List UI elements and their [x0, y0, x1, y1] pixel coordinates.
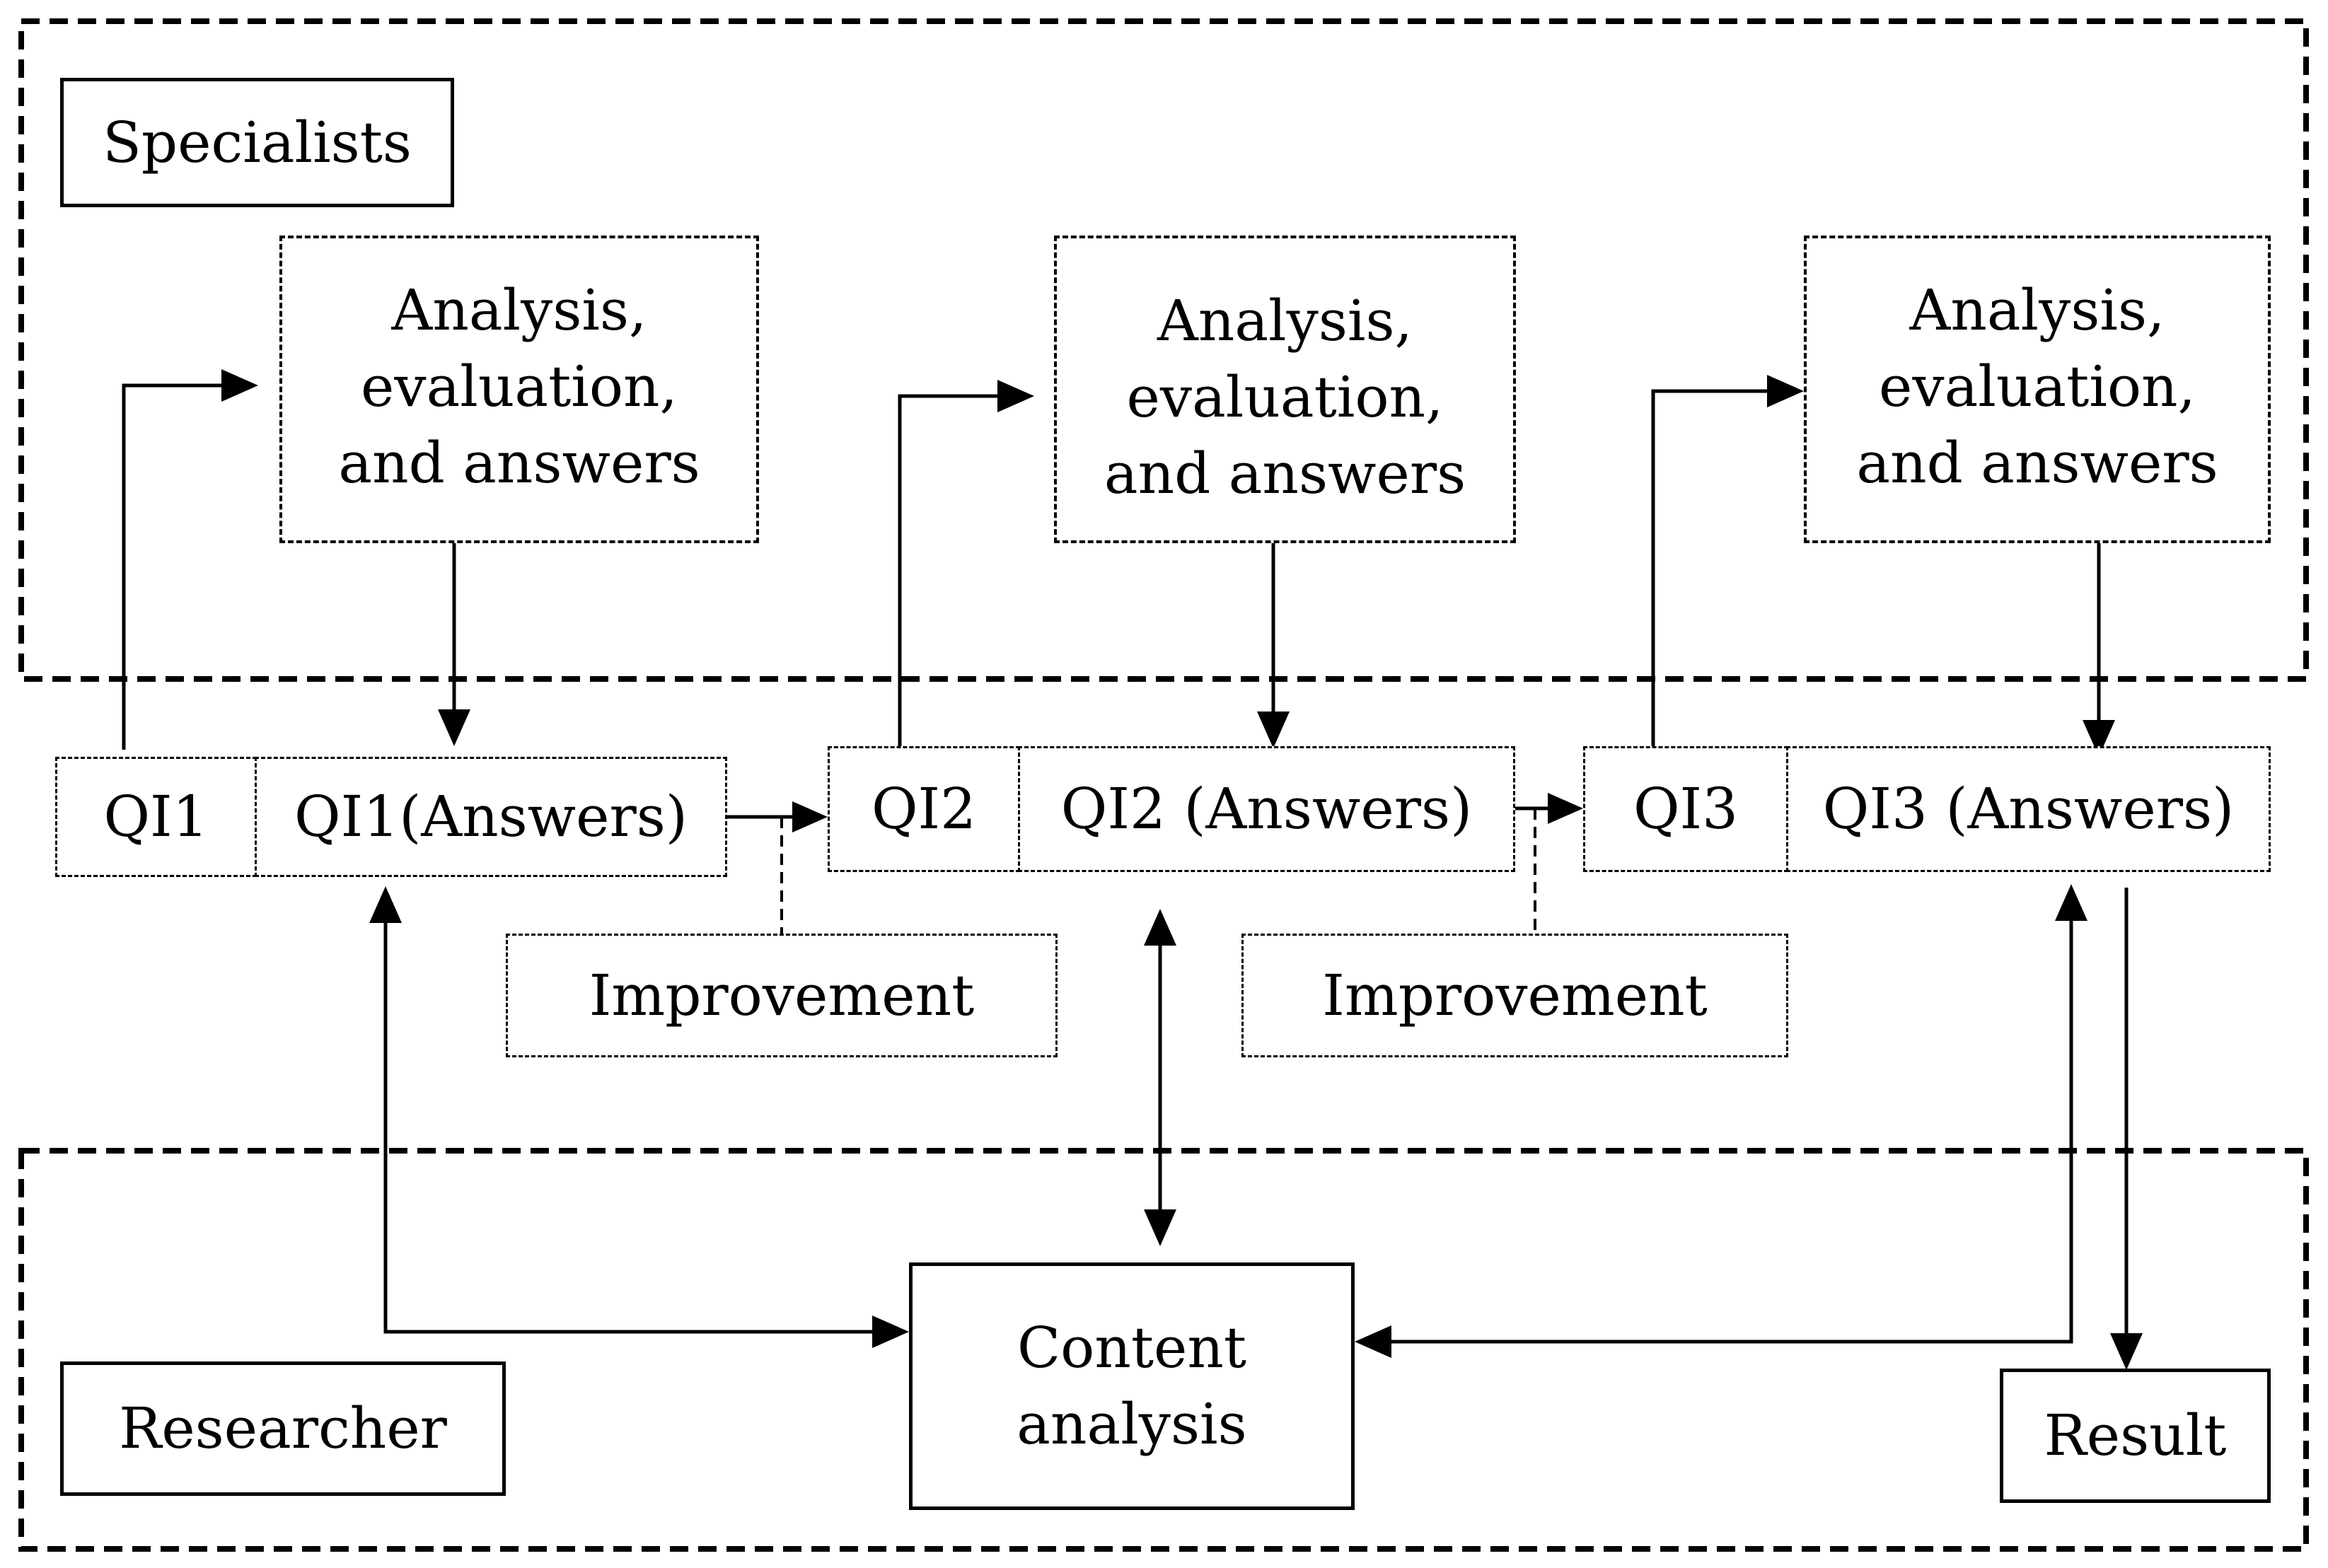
arrowhead-analysis-2-to-answers-2 — [1257, 712, 1290, 748]
analysis-box-2: Analysis, evaluation, and answers — [1054, 236, 1516, 543]
arrowhead-up-answers-2 — [1144, 909, 1176, 946]
arrowhead-analysis-1-to-answers-1 — [438, 709, 470, 746]
arrowhead-qi1-to-analysis-1 — [221, 369, 258, 402]
qi2-box: QI2 — [828, 746, 1020, 872]
qi2-answers-box: QI2 (Answers) — [1018, 746, 1515, 872]
analysis-line-1: Analysis, — [1157, 288, 1413, 354]
arrowhead-right-content-analysis — [872, 1316, 909, 1348]
qi1-box: QI1 — [55, 757, 257, 877]
content-analysis-line-2: analysis — [1017, 1391, 1247, 1457]
arrow-qi3-to-analysis-3 — [1651, 389, 1773, 746]
researcher-group-frame — [18, 1148, 2309, 1552]
analysis-box-1: Analysis, evaluation, and answers — [279, 236, 759, 543]
specialists-label: Specialists — [60, 78, 454, 207]
analysis-line-2: evaluation, — [361, 354, 678, 419]
arrow-qi2-to-analysis-2 — [898, 394, 1004, 746]
analysis-line-1: Analysis, — [1909, 277, 2165, 343]
analysis-line-3: and answers — [1856, 430, 2218, 496]
specialists-group-frame — [18, 18, 2309, 682]
arrowhead-down-content-analysis — [1144, 1209, 1176, 1246]
arrowhead-up-answers-1 — [369, 886, 402, 923]
arrow-answers-1-content-analysis — [383, 919, 877, 1334]
arrow-content-analysis-answers-3 — [1386, 916, 2073, 1344]
content-analysis-line-1: Content — [1017, 1315, 1247, 1381]
analysis-line-2: evaluation, — [1126, 364, 1444, 430]
analysis-line-3: and answers — [1104, 441, 1466, 506]
analysis-line-3: and answers — [338, 430, 700, 496]
arrowhead-qi2-to-analysis-2 — [997, 380, 1034, 412]
qi1-answers-box: QI1(Answers) — [255, 757, 727, 877]
analysis-line-1: Analysis, — [391, 277, 647, 343]
researcher-label: Researcher — [60, 1361, 506, 1496]
improvement-box-2: Improvement — [1241, 934, 1788, 1057]
content-analysis-box: Content analysis — [909, 1262, 1355, 1510]
arrowhead-left-content-analysis — [1355, 1325, 1391, 1358]
arrowhead-up-answers-3 — [2055, 884, 2087, 921]
analysis-box-3: Analysis, evaluation, and answers — [1804, 236, 2271, 543]
arrow-qi1-to-analysis-1 — [122, 383, 230, 750]
arrowhead-result — [2110, 1333, 2143, 1370]
result-box: Result — [2000, 1369, 2271, 1503]
qi3-box: QI3 — [1583, 746, 1788, 872]
arrowhead-qi3-to-analysis-3 — [1767, 375, 1804, 407]
arrowhead-analysis-3-to-answers-3 — [2083, 720, 2115, 757]
arrowhead-answers-2-to-qi3 — [1548, 793, 1583, 824]
arrowhead-answers-1-to-qi2 — [792, 801, 828, 832]
improvement-box-1: Improvement — [506, 934, 1058, 1057]
qi3-answers-box: QI3 (Answers) — [1786, 746, 2271, 872]
analysis-line-2: evaluation, — [1879, 354, 2196, 419]
